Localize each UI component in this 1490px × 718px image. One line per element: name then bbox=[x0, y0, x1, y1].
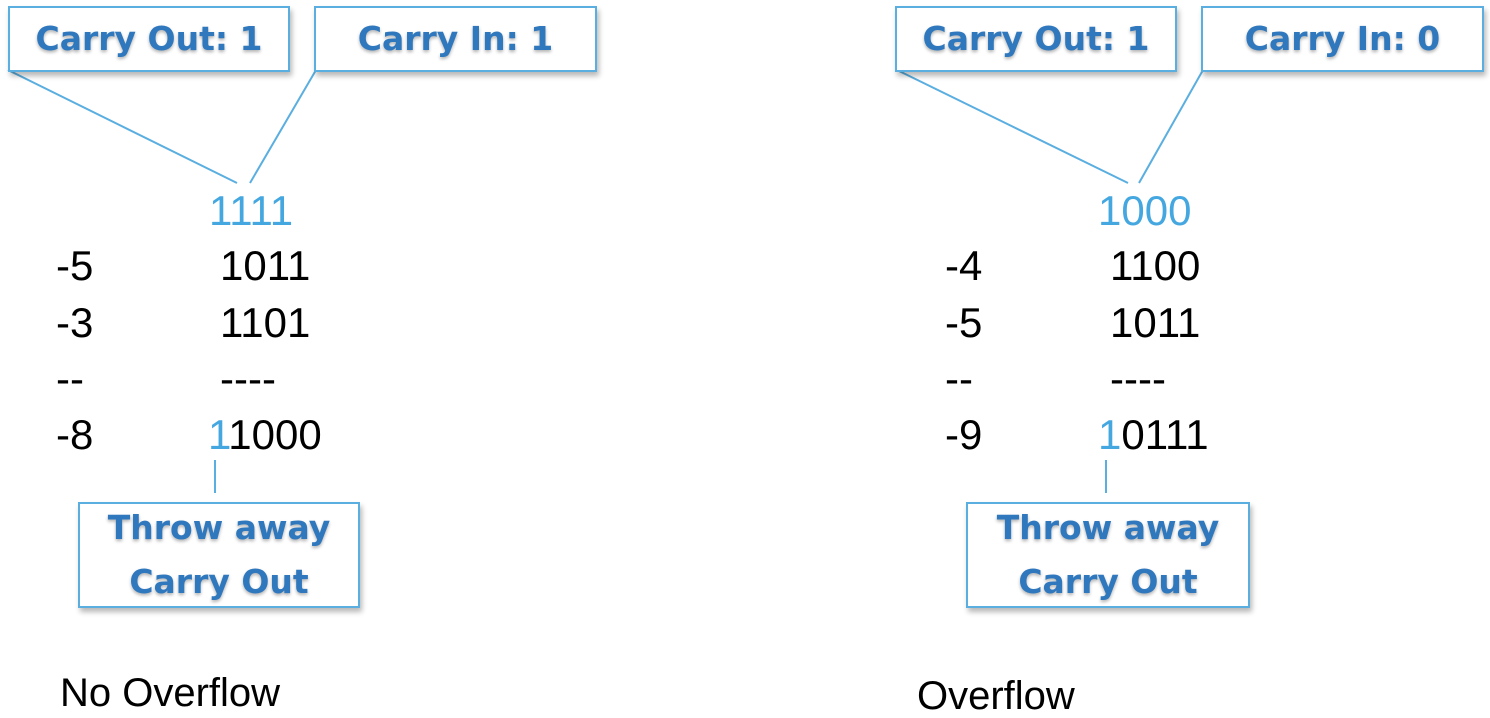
right-row3-dec: -- bbox=[945, 355, 973, 402]
left-carry-in-callout: Carry In: 1 bbox=[314, 6, 597, 72]
left-carry-in-connector bbox=[249, 69, 317, 184]
right-carry-out-bit: 1 bbox=[1098, 411, 1122, 458]
left-result-bits: 1000 bbox=[228, 411, 322, 458]
left-row2-bin: 1101 bbox=[220, 299, 311, 346]
left-throw-away-callout: Throw away Carry Out bbox=[78, 502, 360, 608]
left-carries: 1111 bbox=[209, 187, 294, 234]
left-carry-out-connector bbox=[7, 69, 238, 184]
left-verdict: No Overflow bbox=[60, 671, 281, 715]
left-row3-bin: ---- bbox=[220, 355, 276, 402]
right-carries: 1000 bbox=[1098, 187, 1192, 234]
left-row2-dec: -3 bbox=[56, 299, 94, 346]
left-result-bin: 11000 bbox=[208, 414, 322, 456]
right-carry-out-connector bbox=[896, 69, 1129, 184]
right-row2-bin: 1011 bbox=[1110, 299, 1201, 346]
right-carry-in-connector bbox=[1138, 69, 1204, 184]
right-verdict: Overflow bbox=[917, 674, 1075, 718]
right-carry-in-callout: Carry In: 0 bbox=[1201, 6, 1484, 72]
left-carry-out-callout: Carry Out: 1 bbox=[8, 6, 290, 72]
right-throw-away-callout: Throw away Carry Out bbox=[966, 502, 1250, 608]
right-result-dec: -9 bbox=[945, 411, 983, 458]
right-row3-bin: ---- bbox=[1110, 355, 1166, 402]
left-row1-dec: -5 bbox=[56, 242, 94, 289]
left-throw-away-line1: Throw away bbox=[107, 508, 331, 547]
right-result-bin: 10111 bbox=[1098, 414, 1209, 456]
right-result-bits: 0111 bbox=[1121, 411, 1209, 458]
left-row3-dec: -- bbox=[56, 355, 84, 402]
right-carry-out-callout: Carry Out: 1 bbox=[895, 6, 1177, 72]
right-throw-away-line1: Throw away bbox=[996, 508, 1220, 547]
right-row2-dec: -5 bbox=[945, 299, 983, 346]
left-carry-out-bit: 1 bbox=[208, 411, 229, 458]
left-result-dec: -8 bbox=[56, 411, 94, 458]
left-row1-bin: 1011 bbox=[220, 242, 311, 289]
right-row1-bin: 1100 bbox=[1110, 242, 1201, 289]
right-row1-dec: -4 bbox=[945, 242, 983, 289]
right-throw-away-line2: Carry Out bbox=[1018, 562, 1198, 601]
left-throw-away-line2: Carry Out bbox=[129, 562, 309, 601]
